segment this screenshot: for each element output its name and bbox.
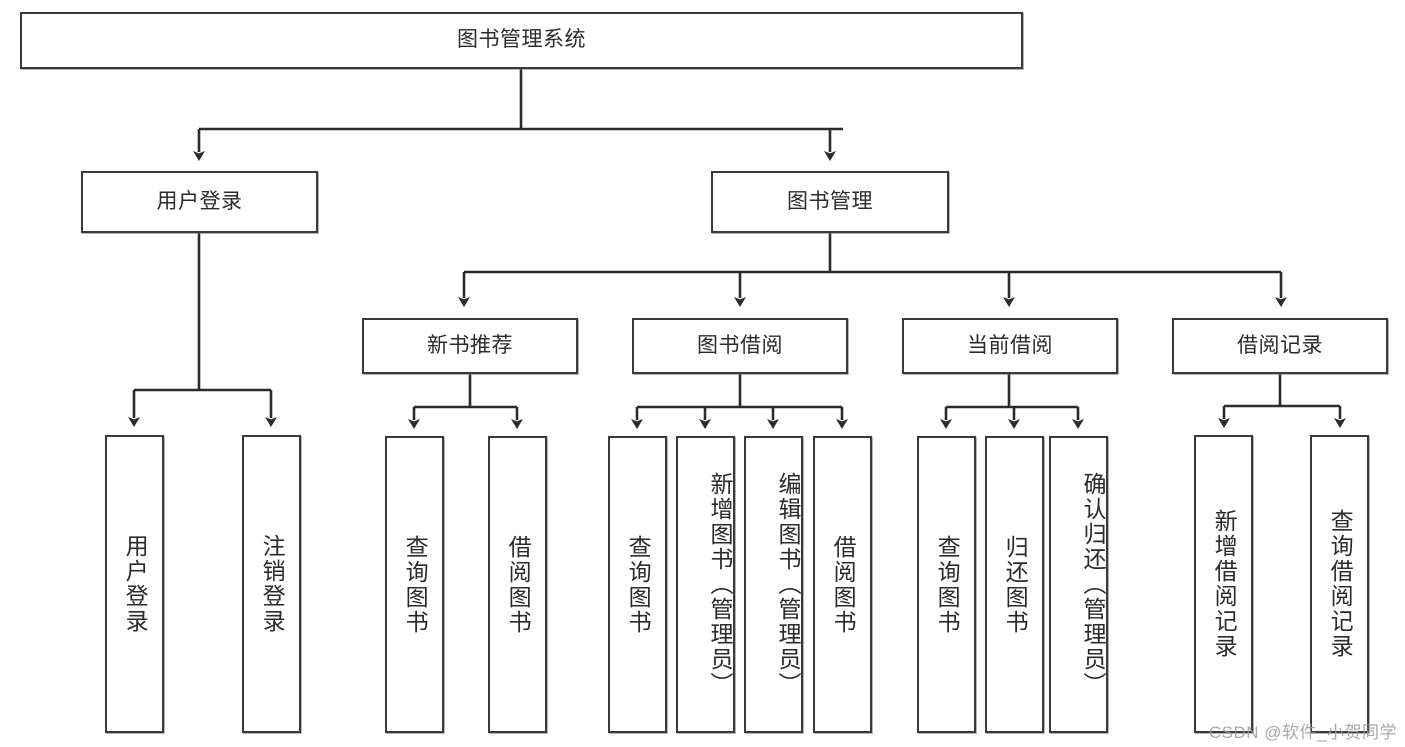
leaf-book-borrow-query-label: 查询图书	[625, 534, 652, 635]
node-current-borrow-label: 当前借阅	[967, 333, 1053, 357]
leaf-borrow-record-query[interactable]: 查询借阅记录	[1310, 435, 1369, 733]
node-current-borrow[interactable]: 当前借阅	[902, 318, 1118, 374]
leaf-book-borrow-borrow[interactable]: 借阅图书	[813, 436, 872, 733]
node-root[interactable]: 图书管理系统	[20, 12, 1023, 69]
leaf-book-borrow-edit[interactable]: 编辑图书（管理员）	[744, 436, 803, 733]
leaf-new-book-query-label: 查询图书	[402, 534, 429, 635]
leaf-borrow-record-add-label: 新增借阅记录	[1211, 509, 1238, 659]
leaf-new-book-borrow-label: 借阅图书	[505, 534, 532, 635]
leaf-book-borrow-add[interactable]: 新增图书（管理员）	[676, 436, 735, 733]
leaf-book-borrow-add-label: 新增图书（管理员）	[707, 472, 733, 697]
leaf-new-book-borrow[interactable]: 借阅图书	[488, 436, 547, 733]
leaf-current-borrow-confirm-label: 确认归还（管理员）	[1080, 472, 1106, 697]
leaf-user-login-signin[interactable]: 用户登录	[105, 435, 164, 733]
leaf-new-book-query[interactable]: 查询图书	[385, 436, 444, 733]
leaf-user-login-signout[interactable]: 注销登录	[242, 435, 301, 733]
node-new-book-recommend-label: 新书推荐	[427, 333, 513, 357]
leaf-book-borrow-borrow-label: 借阅图书	[830, 534, 857, 635]
node-borrow-record-label: 借阅记录	[1237, 333, 1323, 357]
leaf-current-borrow-return[interactable]: 归还图书	[985, 436, 1044, 733]
node-root-label: 图书管理系统	[457, 28, 586, 52]
leaf-current-borrow-return-label: 归还图书	[1002, 534, 1029, 635]
leaf-current-borrow-query-label: 查询图书	[934, 534, 961, 635]
node-book-borrow-label: 图书借阅	[697, 333, 783, 357]
leaf-user-login-signin-label: 用户登录	[122, 534, 149, 634]
leaf-current-borrow-confirm[interactable]: 确认归还（管理员）	[1049, 436, 1108, 733]
node-book-borrow[interactable]: 图书借阅	[632, 318, 848, 374]
leaf-borrow-record-add[interactable]: 新增借阅记录	[1194, 435, 1253, 733]
node-book-management-label: 图书管理	[787, 189, 873, 213]
node-book-management[interactable]: 图书管理	[711, 171, 949, 233]
node-borrow-record[interactable]: 借阅记录	[1172, 318, 1388, 374]
node-user-login-label: 用户登录	[156, 189, 243, 213]
leaf-book-borrow-edit-label: 编辑图书（管理员）	[775, 472, 801, 697]
leaf-borrow-record-query-label: 查询借阅记录	[1327, 509, 1354, 659]
node-new-book-recommend[interactable]: 新书推荐	[362, 318, 578, 374]
node-user-login[interactable]: 用户登录	[81, 171, 318, 233]
leaf-user-login-signout-label: 注销登录	[259, 534, 286, 634]
leaf-book-borrow-query[interactable]: 查询图书	[608, 436, 667, 733]
leaf-current-borrow-query[interactable]: 查询图书	[917, 436, 976, 733]
